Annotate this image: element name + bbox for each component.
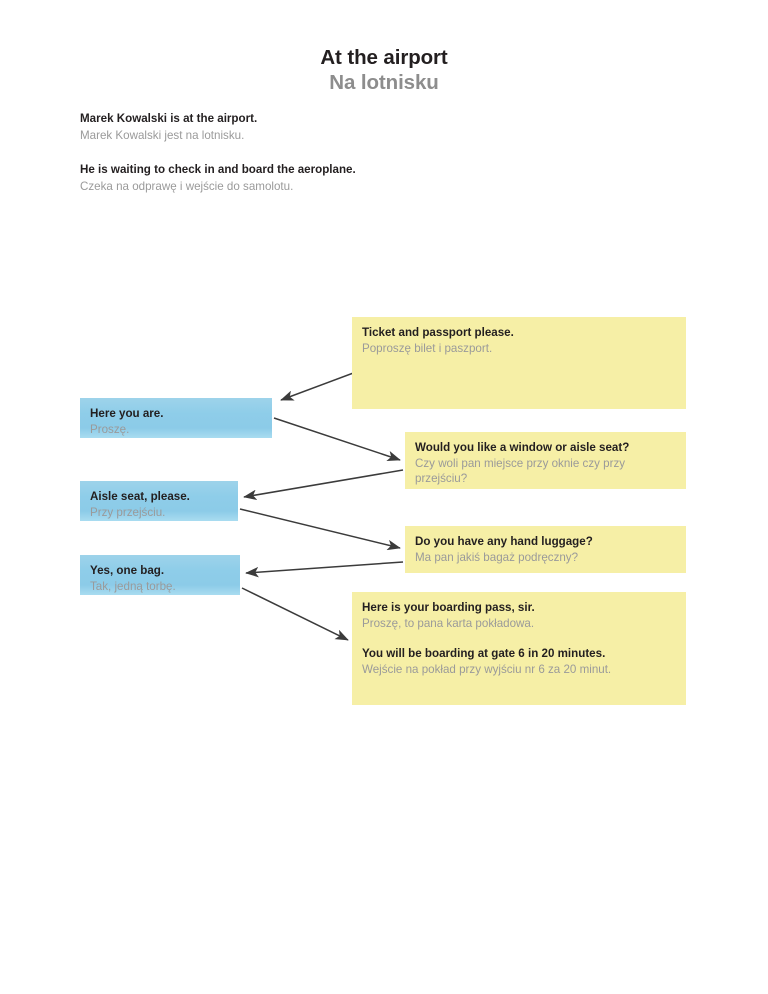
dialogue-english: Here you are. bbox=[90, 407, 164, 420]
dialogue-polish: Czy woli pan miejsce przy oknie czy przy… bbox=[415, 456, 626, 486]
page-title-english: At the airport bbox=[320, 46, 448, 69]
arrow-ticket-to-here bbox=[280, 371, 357, 401]
dialogue-line: Aisle seat, please. Przy przejściu. bbox=[90, 489, 230, 520]
arrow-here-to-seat-question bbox=[273, 417, 401, 461]
intro-2-polish: Czeka na odprawę i wejście do samolotu. bbox=[80, 179, 294, 193]
dialogue-line: Here is your boarding pass, sir. Proszę,… bbox=[362, 600, 678, 631]
dialogue-polish: Poproszę bilet i paszport. bbox=[362, 341, 493, 355]
dialogue-line: Ticket and passport please. Poproszę bil… bbox=[362, 325, 678, 356]
dialogue-english: Yes, one bag. bbox=[90, 564, 165, 577]
dialogue-english: Would you like a window or aisle seat? bbox=[415, 441, 630, 454]
intro-paragraph-2: He is waiting to check in and board the … bbox=[80, 162, 640, 195]
dialogue-polish: Przy przejściu. bbox=[90, 505, 166, 519]
arrow-seat-question-to-aisle bbox=[243, 469, 404, 501]
dialogue-bubble-hand-luggage: Do you have any hand luggage? Ma pan jak… bbox=[405, 526, 686, 573]
dialogue-line: You will be boarding at gate 6 in 20 min… bbox=[362, 646, 678, 677]
dialogue-bubble-seat-question: Would you like a window or aisle seat? C… bbox=[405, 432, 686, 489]
dialogue-polish: Wejście na pokład przy wyjściu nr 6 za 2… bbox=[362, 662, 612, 676]
dialogue-line: Would you like a window or aisle seat? C… bbox=[415, 440, 678, 487]
intro-1-polish: Marek Kowalski jest na lotnisku. bbox=[80, 128, 245, 142]
dialogue-english: Here is your boarding pass, sir. bbox=[362, 601, 535, 614]
dialogue-english: Ticket and passport please. bbox=[362, 326, 514, 339]
arrow-luggage-to-onebag bbox=[245, 561, 404, 578]
dialogue-line: Here you are. Proszę. bbox=[90, 406, 264, 437]
arrow-onebag-to-boarding bbox=[241, 587, 349, 641]
intro-2-english: He is waiting to check in and board the … bbox=[80, 163, 356, 176]
dialogue-bubble-here-you-are: Here you are. Proszę. bbox=[80, 398, 272, 438]
dialogue-english: You will be boarding at gate 6 in 20 min… bbox=[362, 647, 606, 660]
dialogue-bubble-ticket: Ticket and passport please. Poproszę bil… bbox=[352, 317, 686, 409]
page-title: At the airport Na lotnisku bbox=[0, 46, 768, 95]
dialogue-line: Do you have any hand luggage? Ma pan jak… bbox=[415, 534, 678, 565]
intro-1-english: Marek Kowalski is at the airport. bbox=[80, 112, 258, 125]
dialogue-polish: Tak, jedną torbę. bbox=[90, 579, 176, 593]
dialogue-polish: Proszę. bbox=[90, 422, 130, 436]
intro-paragraph-1: Marek Kowalski is at the airport. Marek … bbox=[80, 111, 640, 144]
page-title-polish: Na lotnisku bbox=[329, 71, 439, 94]
arrow-aisle-to-luggage bbox=[239, 508, 401, 551]
dialogue-polish: Proszę, to pana karta pokładowa. bbox=[362, 616, 535, 630]
dialogue-line: Yes, one bag. Tak, jedną torbę. bbox=[90, 563, 232, 594]
dialogue-english: Do you have any hand luggage? bbox=[415, 535, 593, 548]
dialogue-bubble-aisle-seat: Aisle seat, please. Przy przejściu. bbox=[80, 481, 238, 521]
dialogue-bubble-one-bag: Yes, one bag. Tak, jedną torbę. bbox=[80, 555, 240, 595]
dialogue-polish: Ma pan jakiś bagaż podręczny? bbox=[415, 550, 579, 564]
dialogue-english: Aisle seat, please. bbox=[90, 490, 190, 503]
dialogue-bubble-boarding-pass: Here is your boarding pass, sir. Proszę,… bbox=[352, 592, 686, 705]
